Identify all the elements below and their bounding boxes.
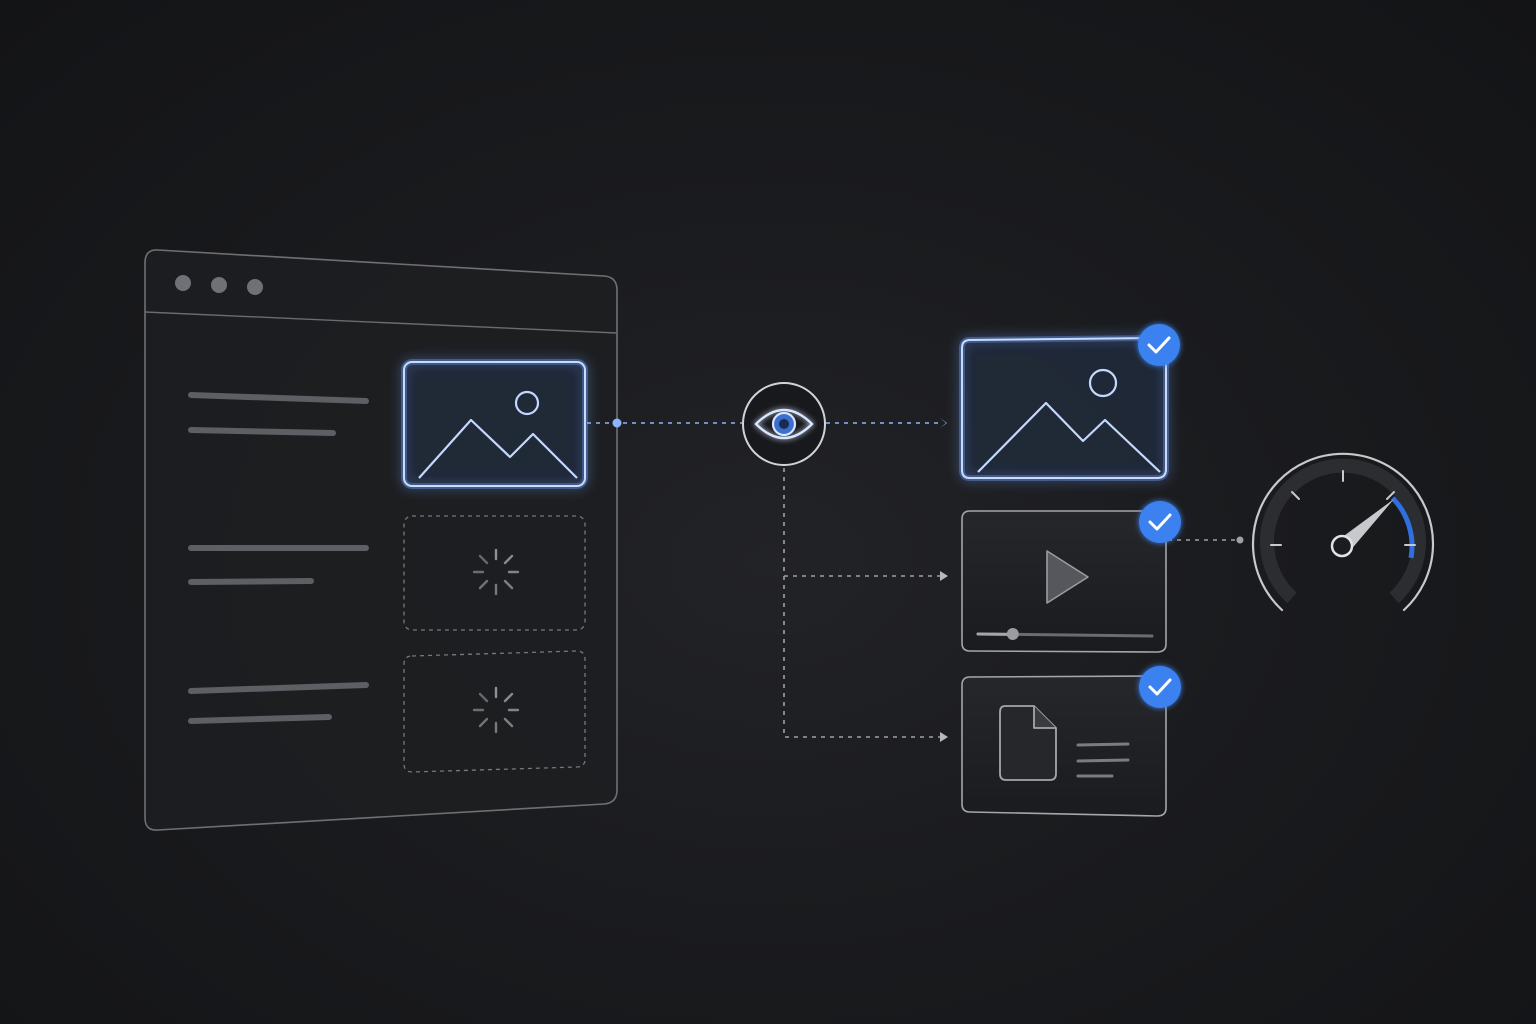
- text-line: [188, 714, 332, 724]
- image-icon: [418, 390, 578, 479]
- gauge-needle: [1337, 499, 1394, 552]
- text-line: [188, 682, 369, 694]
- gauge-ticks: [1270, 470, 1416, 546]
- result-card-document[interactable]: [961, 666, 1181, 817]
- eye-icon: [754, 408, 814, 440]
- arrowhead: [940, 571, 948, 581]
- connectors: [587, 418, 1244, 742]
- check-icon: [1138, 324, 1180, 366]
- arrowhead: [940, 418, 947, 428]
- video-progress-knob[interactable]: [1006, 628, 1019, 640]
- gauge-hub: [1330, 534, 1354, 558]
- text-line: [1076, 758, 1130, 763]
- connector-node: [1236, 536, 1244, 544]
- lazy-placeholder: [403, 515, 586, 631]
- play-icon[interactable]: [1046, 550, 1089, 604]
- intersection-observer[interactable]: [742, 382, 826, 466]
- loading-spinner-icon: [472, 548, 520, 596]
- document-icon: [999, 705, 1057, 781]
- text-line: [188, 427, 336, 436]
- check-icon: [1139, 501, 1181, 543]
- connector-to-video: [783, 468, 944, 577]
- titlebar-divider: [144, 311, 618, 334]
- connector-node: [612, 418, 622, 428]
- window-control-dot[interactable]: [247, 279, 263, 295]
- text-line: [1076, 742, 1130, 747]
- text-line: [188, 392, 369, 404]
- browser-window: [144, 249, 618, 831]
- lazy-placeholder: [403, 650, 586, 773]
- window-control-dot[interactable]: [211, 277, 227, 293]
- window-control-dot[interactable]: [175, 275, 191, 291]
- gauge-level-arc: [1390, 496, 1415, 559]
- check-icon: [1139, 666, 1181, 708]
- arrowhead: [940, 732, 948, 742]
- image-icon: [977, 368, 1161, 473]
- text-line: [188, 578, 314, 585]
- connector-to-document: [783, 576, 944, 738]
- result-card-image[interactable]: [959, 324, 1180, 481]
- loaded-image-thumbnail[interactable]: [401, 359, 588, 489]
- speedometer-icon: [1251, 452, 1435, 612]
- loading-spinner-icon: [472, 686, 520, 734]
- result-card-video[interactable]: [961, 501, 1181, 653]
